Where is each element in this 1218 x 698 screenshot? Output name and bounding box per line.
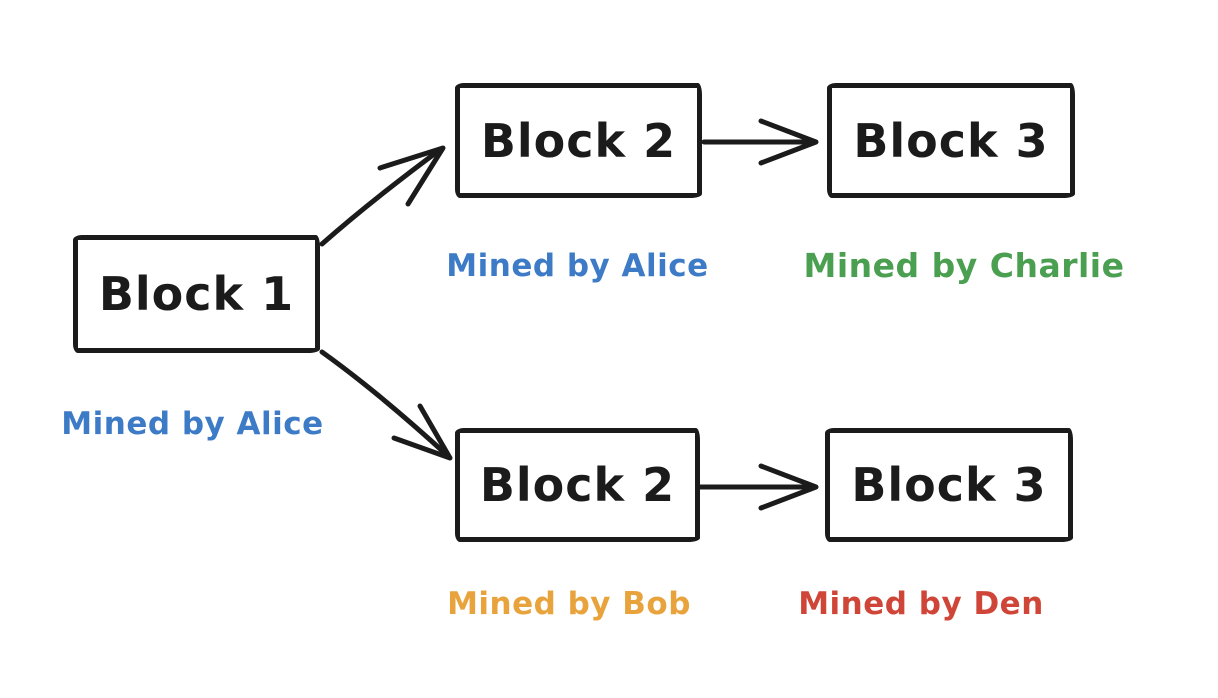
arrow-block1-to-block2-top (319, 145, 446, 247)
block-3-bottom-node: Block 3 (825, 428, 1073, 542)
block-2-bottom-node: Block 2 (455, 428, 700, 542)
miner-label-block2-top: Mined by Alice (446, 248, 709, 284)
block-2-top-node: Block 2 (455, 83, 702, 198)
miner-label-block3-bottom: Mined by Den (798, 586, 1044, 622)
block-3-top-label: Block 3 (853, 113, 1049, 168)
arrow-block2-to-block3-top (701, 118, 819, 166)
arrow-block2-to-block3-bottom (697, 463, 819, 511)
block-3-top-node: Block 3 (827, 83, 1075, 198)
miner-label-block1: Mined by Alice (61, 406, 324, 442)
miner-label-block3-top: Mined by Charlie (803, 246, 1125, 285)
block-1-node: Block 1 (73, 235, 320, 353)
block-2-top-label: Block 2 (480, 113, 677, 168)
block-2-bottom-label: Block 2 (479, 458, 676, 512)
block-3-bottom-label: Block 3 (851, 458, 1047, 512)
miner-label-block2-bottom: Mined by Bob (447, 586, 691, 622)
arrow-block1-to-block2-bottom (319, 349, 453, 461)
block-1-label: Block 1 (98, 267, 295, 321)
